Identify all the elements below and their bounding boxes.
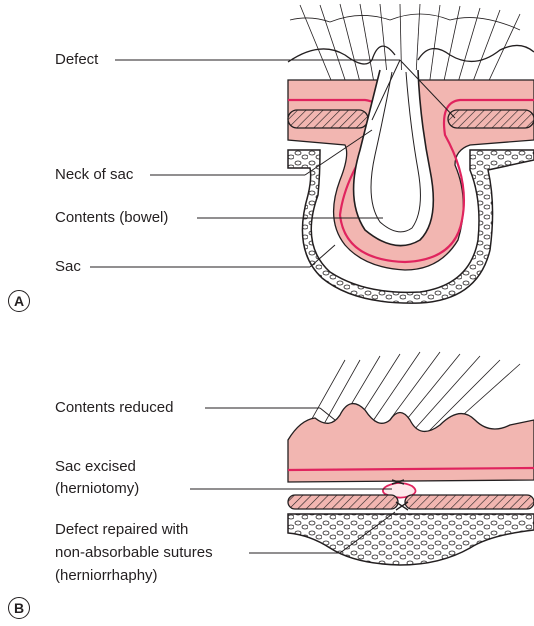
- wall-fold-a: [288, 45, 534, 64]
- panel-a-illustration: [288, 4, 534, 303]
- label-contents-reduced: Contents reduced: [55, 398, 173, 417]
- panel-a-badge: A: [8, 290, 30, 312]
- label-herniorrhaphy: (herniorrhaphy): [55, 566, 158, 585]
- label-defect-repaired: Defect repaired with: [55, 520, 188, 539]
- muscle-right-a: [448, 110, 534, 128]
- label-sac-excised: Sac excised: [55, 457, 136, 476]
- label-defect: Defect: [55, 50, 98, 69]
- label-herniotomy: (herniotomy): [55, 479, 139, 498]
- panel-b-badge: B: [8, 597, 30, 619]
- panel-b-illustration: [288, 352, 534, 565]
- muscle-left-b: [288, 495, 398, 509]
- muscle-left-a: [288, 110, 368, 128]
- label-neck-of-sac: Neck of sac: [55, 165, 133, 184]
- label-sac: Sac: [55, 257, 81, 276]
- muscle-right-b: [405, 495, 534, 509]
- label-non-absorbable-sutures: non-absorbable sutures: [55, 543, 213, 562]
- skin-outline-b: [288, 514, 534, 565]
- label-contents-bowel: Contents (bowel): [55, 208, 168, 227]
